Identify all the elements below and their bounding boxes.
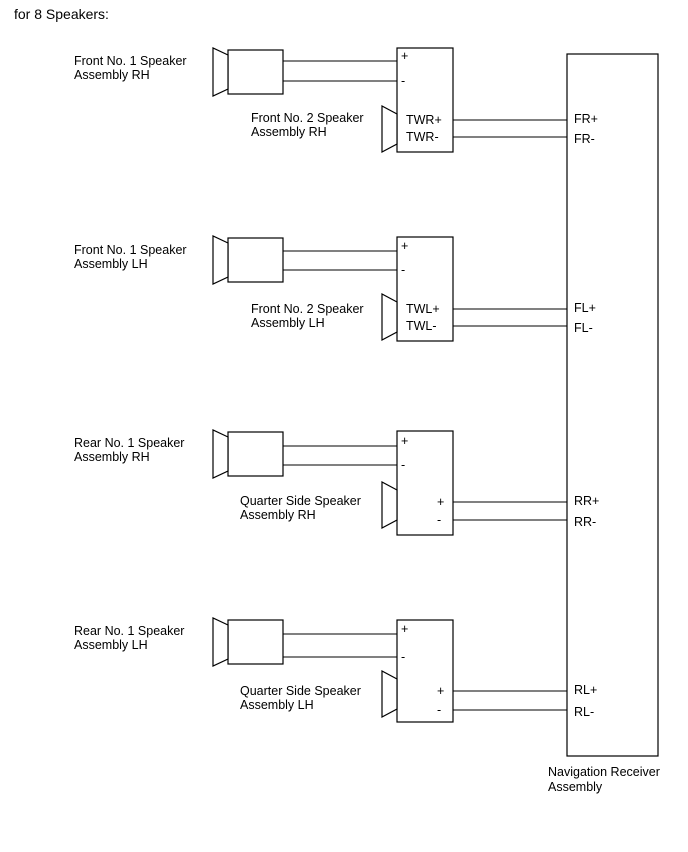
speaker2-label-0-line1: Front No. 2 Speaker <box>251 111 364 125</box>
speaker1-label-3-line1: Rear No. 1 Speaker <box>74 624 184 638</box>
speaker2-label-3-line1: Quarter Side Speaker <box>240 684 361 698</box>
speaker1-label-1-line2: Assembly LH <box>74 257 148 271</box>
speaker2-label-0-line2: Assembly RH <box>251 125 327 139</box>
receiver-pin-plus-3: RL+ <box>574 683 597 697</box>
connector-box-3 <box>396 619 454 723</box>
speaker2-label-1-line1: Front No. 2 Speaker <box>251 302 364 316</box>
speaker1-icon-1 <box>212 235 284 285</box>
amp-top-plus-2: + <box>401 434 408 448</box>
receiver-pin-plus-1: FL+ <box>574 301 596 315</box>
speaker2-label-1-line2: Assembly LH <box>251 316 325 330</box>
connector-box-2 <box>396 430 454 536</box>
receiver-pin-plus-0: FR+ <box>574 112 598 126</box>
amp-top-minus-0: - <box>401 74 405 88</box>
speaker1-label-2-line1: Rear No. 1 Speaker <box>74 436 184 450</box>
amp-bottom-plus-0: TWR+ <box>406 113 442 127</box>
speaker2-label-2-line1: Quarter Side Speaker <box>240 494 361 508</box>
speaker2-label-3-line2: Assembly LH <box>240 698 314 712</box>
speaker1-label-3-line2: Assembly LH <box>74 638 148 652</box>
diagram-title: for 8 Speakers: <box>14 6 109 22</box>
connector-box-1 <box>396 236 454 342</box>
amp-bottom-minus-1: TWL- <box>406 319 437 333</box>
speaker1-icon-3 <box>212 617 284 667</box>
receiver-pin-minus-3: RL- <box>574 705 594 719</box>
connector-box-0 <box>396 47 454 153</box>
amp-bottom-minus-2: - <box>437 513 441 527</box>
amp-bottom-plus-3: + <box>437 684 444 698</box>
speaker1-label-0-line2: Assembly RH <box>74 68 150 82</box>
amp-bottom-minus-3: - <box>437 703 441 717</box>
amp-bottom-minus-0: TWR- <box>406 130 439 144</box>
amp-top-minus-1: - <box>401 263 405 277</box>
speaker1-icon-0 <box>212 47 284 97</box>
speaker1-label-0-line1: Front No. 1 Speaker <box>74 54 187 68</box>
receiver-pin-minus-0: FR- <box>574 132 595 146</box>
receiver-pin-minus-2: RR- <box>574 515 596 529</box>
speaker2-icon-1 <box>381 293 398 341</box>
speaker2-icon-3 <box>381 670 398 718</box>
speaker1-label-1-line1: Front No. 1 Speaker <box>74 243 187 257</box>
amp-bottom-plus-1: TWL+ <box>406 302 440 316</box>
speaker2-icon-0 <box>381 105 398 153</box>
receiver-pin-plus-2: RR+ <box>574 494 599 508</box>
speaker2-label-2-line2: Assembly RH <box>240 508 316 522</box>
receiver-label-line1: Navigation Receiver <box>548 765 660 779</box>
amp-top-plus-0: + <box>401 49 408 63</box>
receiver-pin-minus-1: FL- <box>574 321 593 335</box>
receiver-label-line2: Assembly <box>548 780 603 794</box>
speaker2-icon-2 <box>381 481 398 529</box>
amp-top-minus-2: - <box>401 458 405 472</box>
speaker1-icon-2 <box>212 429 284 479</box>
amp-top-minus-3: - <box>401 650 405 664</box>
amp-top-plus-3: + <box>401 622 408 636</box>
navigation-receiver-box <box>566 53 659 757</box>
amp-bottom-plus-2: + <box>437 495 444 509</box>
amp-top-plus-1: + <box>401 239 408 253</box>
speaker1-label-2-line2: Assembly RH <box>74 450 150 464</box>
